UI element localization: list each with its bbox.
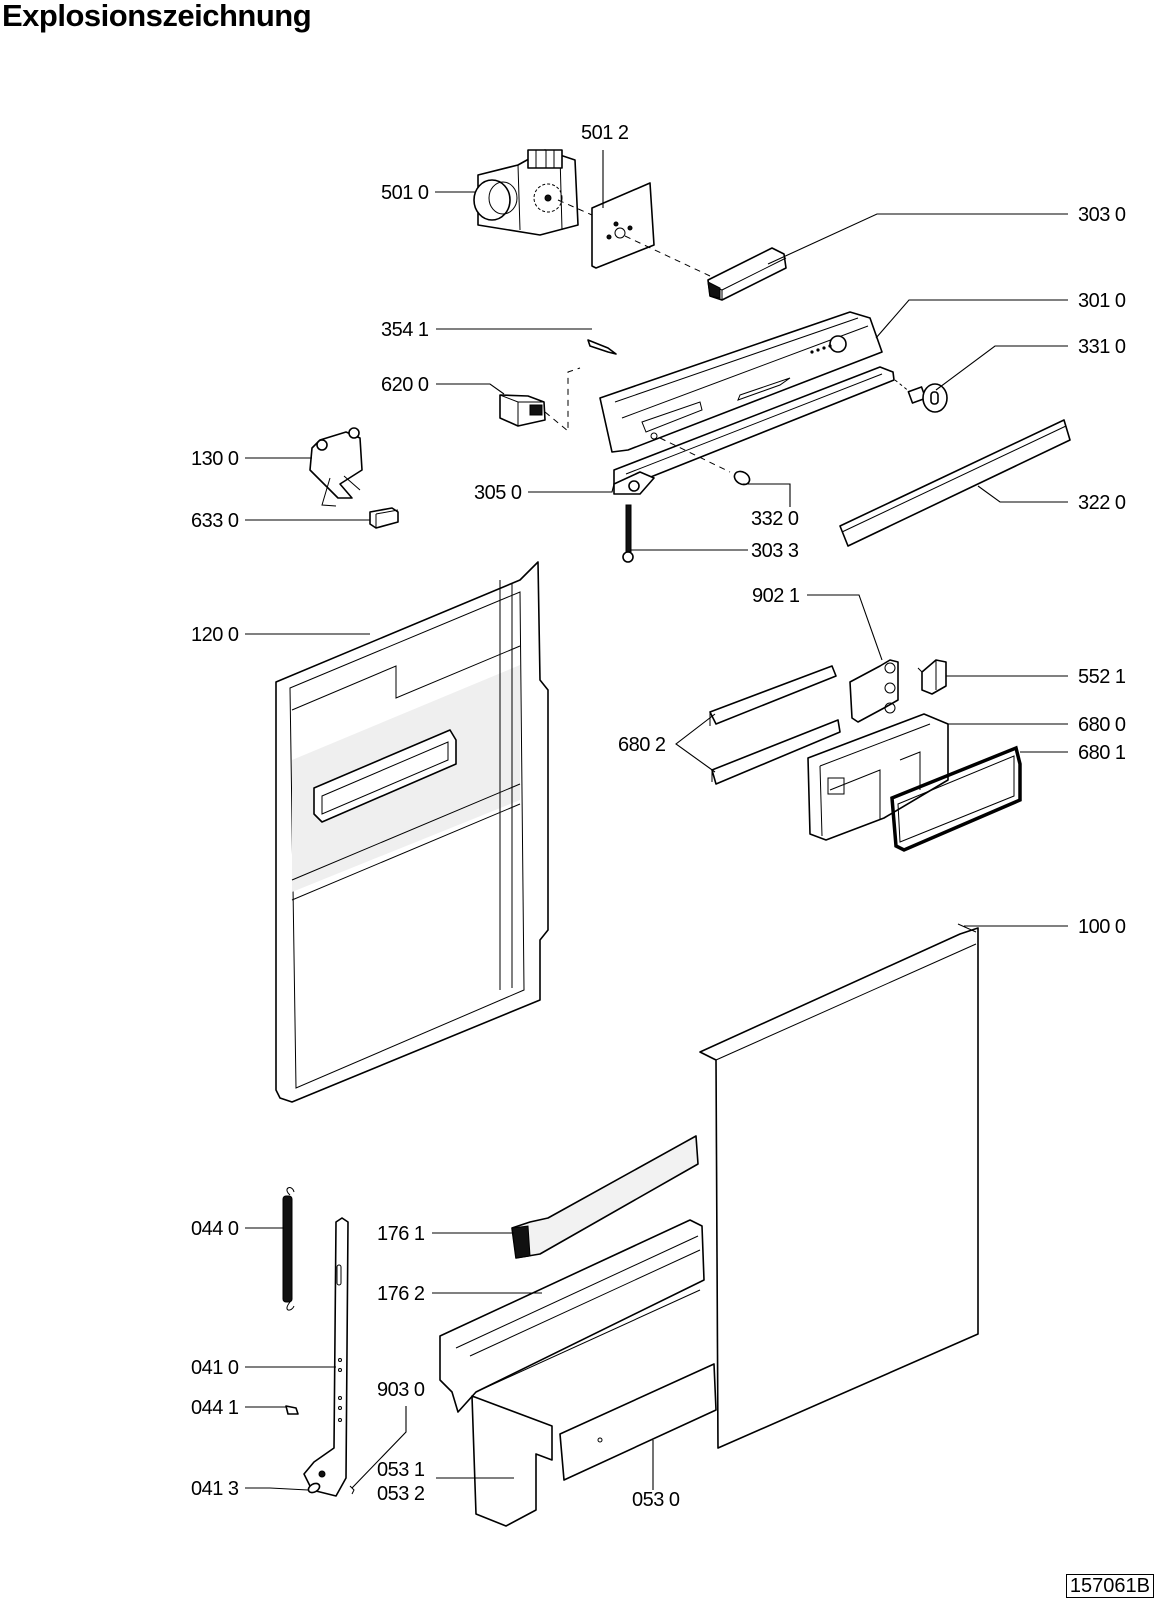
- part-120-0-inner-door[interactable]: [275, 561, 549, 1103]
- label-303-3[interactable]: 303 3: [751, 540, 799, 562]
- part-902-1-clip[interactable]: [849, 659, 899, 723]
- part-301-0-control-panel[interactable]: [599, 311, 895, 487]
- label-176-1[interactable]: 176 1: [377, 1223, 425, 1245]
- part-305-0-bracket[interactable]: [613, 471, 655, 495]
- part-552-1-connector[interactable]: [917, 659, 947, 695]
- part-303-3-screw[interactable]: [622, 504, 634, 563]
- part-903-0-screw[interactable]: [349, 1485, 355, 1495]
- part-044-1-link[interactable]: [285, 1405, 299, 1415]
- label-100-0[interactable]: 100 0: [1078, 916, 1126, 938]
- part-501-0-timer[interactable]: [473, 149, 579, 236]
- label-044-1[interactable]: 044 1: [191, 1397, 239, 1419]
- label-680-1[interactable]: 680 1: [1078, 742, 1126, 764]
- label-305-0[interactable]: 305 0: [474, 482, 522, 504]
- part-053-0-kick-plate[interactable]: [559, 1363, 717, 1481]
- part-130-0-door-lock[interactable]: [309, 427, 363, 507]
- label-301-0[interactable]: 301 0: [1078, 290, 1126, 312]
- label-633-0[interactable]: 633 0: [191, 510, 239, 532]
- part-053-1-side-cover[interactable]: [471, 1395, 553, 1527]
- part-041-0-hinge-arm[interactable]: [303, 1217, 349, 1497]
- label-501-2[interactable]: 501 2: [581, 122, 629, 144]
- part-labels: 501 0 501 2 303 0 301 0 354 1 331 0 620 …: [191, 122, 1126, 1511]
- label-053-1[interactable]: 053 1: [377, 1459, 425, 1481]
- page-title: Explosionszeichnung: [2, 0, 312, 33]
- label-331-0[interactable]: 331 0: [1078, 336, 1126, 358]
- label-680-2[interactable]: 680 2: [618, 734, 666, 756]
- drawing-number-badge: 157061B: [1065, 1574, 1154, 1598]
- part-680-2-rails[interactable]: [709, 665, 841, 785]
- part-041-3-pin[interactable]: [307, 1482, 321, 1495]
- label-120-0[interactable]: 120 0: [191, 624, 239, 646]
- label-303-0[interactable]: 303 0: [1078, 204, 1126, 226]
- label-501-0[interactable]: 501 0: [381, 182, 429, 204]
- label-902-1[interactable]: 902 1: [752, 585, 800, 607]
- label-332-0[interactable]: 332 0: [751, 508, 799, 530]
- part-332-0-button[interactable]: [659, 437, 752, 487]
- part-680-0-dispenser[interactable]: [807, 713, 949, 841]
- part-620-0-switch[interactable]: [499, 367, 581, 433]
- part-633-0-lamp[interactable]: [369, 507, 399, 529]
- part-322-0-trim-strip[interactable]: [839, 419, 1071, 547]
- label-903-0[interactable]: 903 0: [377, 1379, 425, 1401]
- label-620-0[interactable]: 620 0: [381, 374, 429, 396]
- part-303-0-handle[interactable]: [707, 247, 787, 301]
- label-130-0[interactable]: 130 0: [191, 448, 239, 470]
- part-680-1-gasket[interactable]: [890, 745, 1022, 852]
- label-044-0[interactable]: 044 0: [191, 1218, 239, 1240]
- label-552-1[interactable]: 552 1: [1078, 666, 1126, 688]
- leader-lines: [245, 150, 1068, 1491]
- label-041-0[interactable]: 041 0: [191, 1357, 239, 1379]
- label-354-1[interactable]: 354 1: [381, 319, 429, 341]
- label-680-0[interactable]: 680 0: [1078, 714, 1126, 736]
- label-041-3[interactable]: 041 3: [191, 1478, 239, 1500]
- part-176-2-bottom-profile[interactable]: [439, 1219, 705, 1413]
- label-053-2[interactable]: 053 2: [377, 1483, 425, 1505]
- label-053-0[interactable]: 053 0: [632, 1489, 680, 1511]
- part-100-0-outer-door[interactable]: [699, 923, 979, 1449]
- part-176-1-insulation[interactable]: [511, 1135, 699, 1259]
- part-501-2-plate[interactable]: [557, 182, 711, 277]
- label-322-0[interactable]: 322 0: [1078, 492, 1126, 514]
- part-044-0-spring[interactable]: [282, 1187, 295, 1311]
- part-354-1-pin[interactable]: [587, 339, 617, 355]
- part-331-0-knob[interactable]: [894, 379, 948, 413]
- label-176-2[interactable]: 176 2: [377, 1283, 425, 1305]
